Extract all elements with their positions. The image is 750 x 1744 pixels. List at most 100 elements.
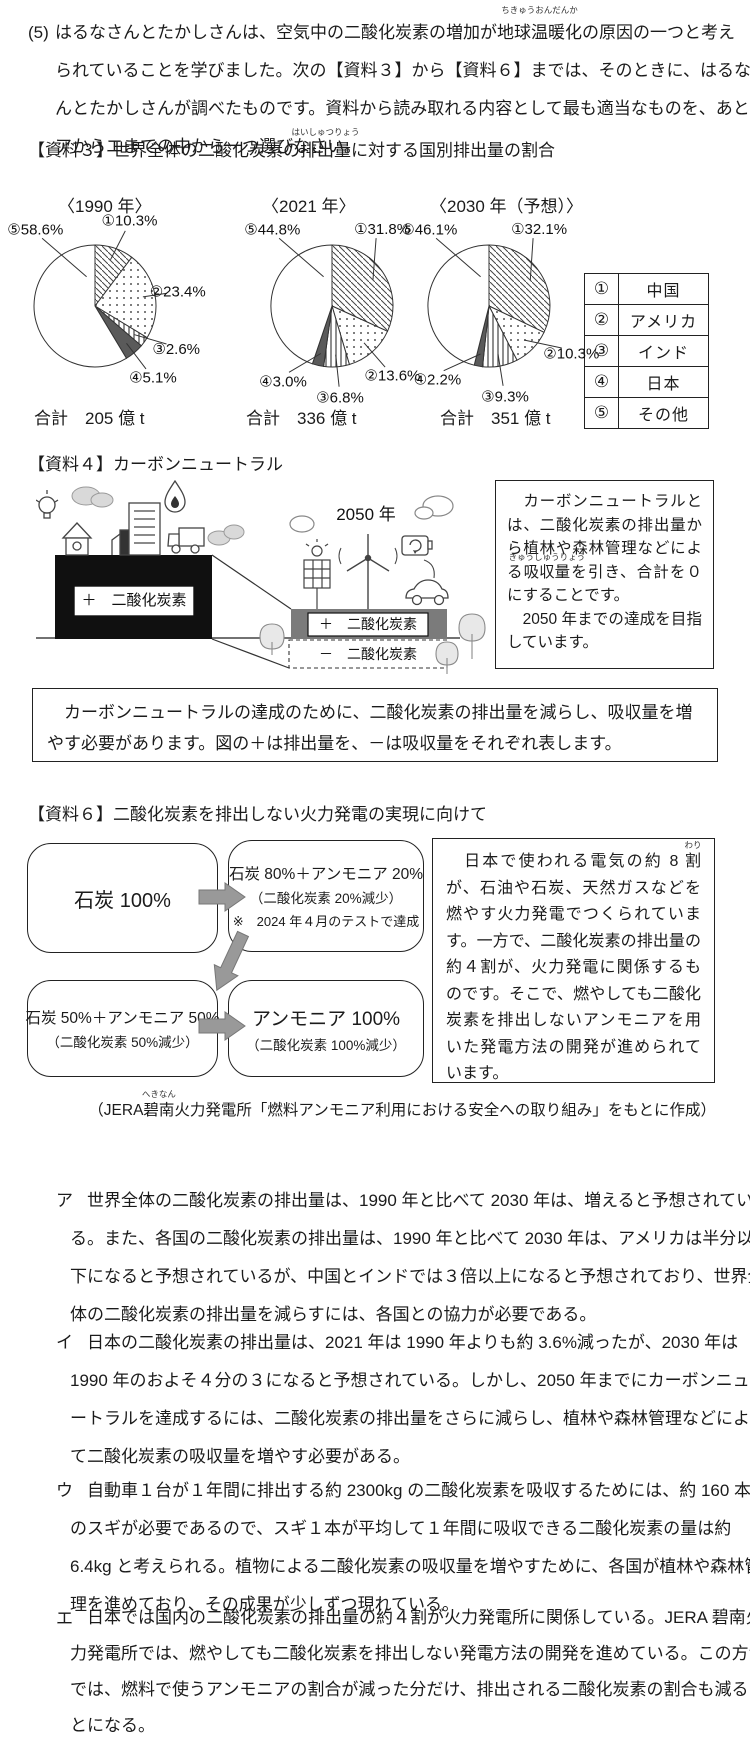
ruby-wari: わり割 bbox=[684, 840, 702, 871]
choice-text-line: のスギが必要であるので、スギ１本が平均して１年間に吸収できる二酸化炭素の量は約 bbox=[70, 1519, 732, 1538]
choice-text-line: 世界全体の二酸化炭素の排出量は、1990 年と比べて 2030 年は、増えると予… bbox=[87, 1191, 750, 1210]
ruby-hekinan: へきなん碧南 bbox=[141, 1089, 176, 1120]
flow-box-label: 石炭 100% bbox=[74, 889, 171, 912]
year-2050-label: 2050 年 bbox=[336, 505, 396, 524]
pie-slice-その他 bbox=[270, 244, 333, 365]
legend-number: ④ bbox=[584, 366, 619, 398]
pie-slice-label-中国: ①31.8% bbox=[354, 221, 410, 238]
legend-number: ⑤ bbox=[584, 397, 619, 429]
choice-text-line: 6.4kg と考えられる。植物による二酸化炭素の吸収量を増やすために、各国が植林… bbox=[70, 1557, 750, 1576]
choice-ア: ア世界全体の二酸化炭素の排出量は、1990 年と比べて 2030 年は、増えると… bbox=[56, 1182, 750, 1334]
pie-slice-label-インド: ③2.6% bbox=[152, 341, 200, 358]
right-minus-co2-label: － 二酸化炭素 bbox=[319, 646, 417, 662]
house-icon bbox=[61, 522, 93, 556]
pie-label-leader bbox=[529, 238, 534, 281]
flow-box-ammonia-100: アンモニア 100% （二酸化炭素 100%減少） bbox=[228, 980, 424, 1077]
pie-total-label: 合計 336 億 t bbox=[246, 409, 357, 428]
question-line: んとたかしさんが調べたものです。資料から読み取れる内容として最も適当なものを、あ… bbox=[55, 99, 750, 118]
left-co2-label: ＋ 二酸化炭素 bbox=[73, 585, 195, 617]
shiryo3-heading: 【資料３】世界全体の二酸化炭素のはいしゅつりょう排出量に対する国別排出量の割合 bbox=[28, 127, 555, 161]
choice-text-line: 体の二酸化炭素の排出量を減らすには、各国との協力が必要である。 bbox=[70, 1305, 597, 1324]
pie-slice-その他 bbox=[33, 244, 128, 368]
pie-label-leader bbox=[126, 342, 147, 370]
wind-turbine-icon bbox=[338, 534, 398, 609]
flow-box-label: 石炭 80%＋アンモニア 20% bbox=[228, 866, 424, 883]
choice-marker: ア bbox=[56, 1191, 73, 1210]
pie-label-leader bbox=[142, 292, 167, 298]
arrow-down-left-icon bbox=[213, 930, 250, 992]
solar-panel-icon bbox=[303, 539, 331, 609]
lightbulb-icon bbox=[36, 490, 59, 519]
pie-slice-label-中国: ①10.3% bbox=[102, 213, 158, 230]
pie-slice-中国 bbox=[488, 244, 551, 333]
legend-number: ③ bbox=[584, 335, 619, 367]
pie-slice-label-アメリカ: ②13.6% bbox=[364, 367, 420, 384]
svg-text:＋ 二酸化炭素: ＋ 二酸化炭素 bbox=[81, 592, 186, 609]
choice-text-line: 1990 年のおよそ４分の３になると予想されている。しかし、2050 年までにカ… bbox=[70, 1371, 750, 1390]
pie-slice-中国 bbox=[331, 244, 394, 332]
choice-text-line: 下になると予想されているが、中国とインドでは３倍以上になると予想されており、世界… bbox=[70, 1267, 750, 1286]
pie-label-leader bbox=[278, 237, 324, 278]
cloud-icon bbox=[289, 495, 454, 533]
pie-label-leader bbox=[363, 342, 386, 368]
question-line: られていることを学びました。次の【資料３】から【資料６】までは、そのときに、はる… bbox=[55, 61, 750, 80]
pie-label-leader bbox=[335, 354, 340, 387]
choice-text-line: 日本では国内の二酸化炭素の排出量の約４割が火力発電所に関係している。JERA 碧… bbox=[87, 1608, 750, 1627]
smoke-cloud-icon bbox=[71, 486, 114, 508]
pie-label-leader bbox=[288, 353, 322, 373]
question-line: (5) はるなさんとたかしさんは、空気中の二酸化炭素の増加がちきゅうおんだんか地… bbox=[28, 5, 735, 52]
choice-marker: エ bbox=[56, 1609, 73, 1628]
perspective-line-top bbox=[211, 554, 292, 610]
pie-slice-アメリカ bbox=[94, 256, 157, 339]
shiryo6-heading: 【資料６】二酸化炭素を排出しない火力発電の実現に向けて bbox=[28, 805, 487, 824]
pie-total-label: 合計 351 億 t bbox=[440, 409, 551, 428]
truck-icon bbox=[167, 527, 205, 554]
pie-slice-label-その他: ⑤46.1% bbox=[401, 222, 457, 239]
choice-text-line: では、燃料で使うアンモニアの割合が減った分だけ、排出される二酸化炭素の割合も減る… bbox=[70, 1680, 750, 1699]
question-number: (5) bbox=[28, 23, 49, 42]
ruby-kyushuryo: きゅうしゅうりょう吸収量 bbox=[508, 551, 586, 581]
choice-text-line: て二酸化炭素の吸収量を増やす必要がある。 bbox=[70, 1447, 410, 1466]
flow-box-sublabel: （二酸化炭素 50%減少） bbox=[46, 1035, 199, 1050]
legend-country-name: インド bbox=[618, 335, 709, 367]
carbon-neutral-illustration: ＋ 二酸化炭素 bbox=[36, 479, 486, 674]
perspective-line-bottom bbox=[211, 638, 290, 669]
question-text: の原因の一つと考え bbox=[582, 23, 735, 42]
carbon-neutral-definition-box: カーボンニュートラルとは、二酸化炭素の排出量から植林や森林管理などによるきゅうし… bbox=[495, 480, 714, 669]
pie-label-leader bbox=[41, 237, 87, 278]
question-text: はるなさんとたかしさんは、空気中の二酸化炭素の増加が bbox=[55, 23, 497, 42]
legend-country-name: 中国 bbox=[618, 273, 709, 305]
ruby-chikyu-ondanka: ちきゅうおんだんか地球温暖化 bbox=[497, 5, 582, 43]
pie-label-leader bbox=[497, 353, 504, 386]
pie-chart-title: 〈2030 年（予想）〉 bbox=[430, 197, 584, 216]
pie-chart-2021年: ①31.8%②13.6%③6.8%④3.0%⑤44.8% bbox=[244, 221, 420, 407]
choice-ウ: ウ自動車１台が１年間に排出する約 2300kg の二酸化炭素を吸収するためには、… bbox=[56, 1472, 750, 1624]
pie-chart-title: 〈1990 年〉 bbox=[58, 197, 152, 216]
pie-chart-title: 〈2021 年〉 bbox=[262, 197, 356, 216]
flow-box-coal-100: 石炭 100% bbox=[27, 843, 218, 953]
pie-slice-label-アメリカ: ②10.3% bbox=[543, 346, 599, 363]
factory-building-icon bbox=[111, 502, 161, 556]
carbon-neutral-caption-box: カーボンニュートラルの達成のために、二酸化炭素の排出量を減らし、吸収量を増やす必… bbox=[32, 688, 718, 762]
pie-label-leader bbox=[134, 334, 167, 345]
pie-label-leader bbox=[435, 237, 481, 278]
pie-label-leader bbox=[372, 238, 377, 280]
question-line: アからエまでの中から一つ選びなさい。 bbox=[55, 137, 361, 156]
choice-text-line: 日本の二酸化炭素の排出量は、2021 年は 1990 年よりも約 3.6%減った… bbox=[87, 1333, 739, 1352]
choice-text-line: 力発電所では、燃やしても二酸化炭素を排出しない発電方法の開発を進めている。この方… bbox=[70, 1644, 750, 1663]
question-block: (5) はるなさんとたかしさんは、空気中の二酸化炭素の増加がちきゅうおんだんか地… bbox=[28, 5, 750, 166]
svg-text:＋ 二酸化炭素: ＋ 二酸化炭素 bbox=[319, 616, 417, 632]
choice-text-line: 理を進めており、その成果が少しずつ現れている。 bbox=[70, 1595, 459, 1614]
flow-box-label: アンモニア 100% bbox=[251, 1008, 401, 1030]
exhaust-smoke-icon bbox=[207, 524, 245, 546]
pie-slice-label-日本: ④3.0% bbox=[259, 374, 307, 391]
choice-text-line: とになる。 bbox=[70, 1716, 155, 1735]
choice-イ: イ日本の二酸化炭素の排出量は、2021 年は 1990 年よりも約 3.6%減っ… bbox=[56, 1324, 750, 1476]
pie-slice-label-日本: ④2.2% bbox=[414, 372, 462, 389]
battery-charger-icon bbox=[401, 535, 433, 556]
choice-marker: イ bbox=[56, 1333, 73, 1352]
